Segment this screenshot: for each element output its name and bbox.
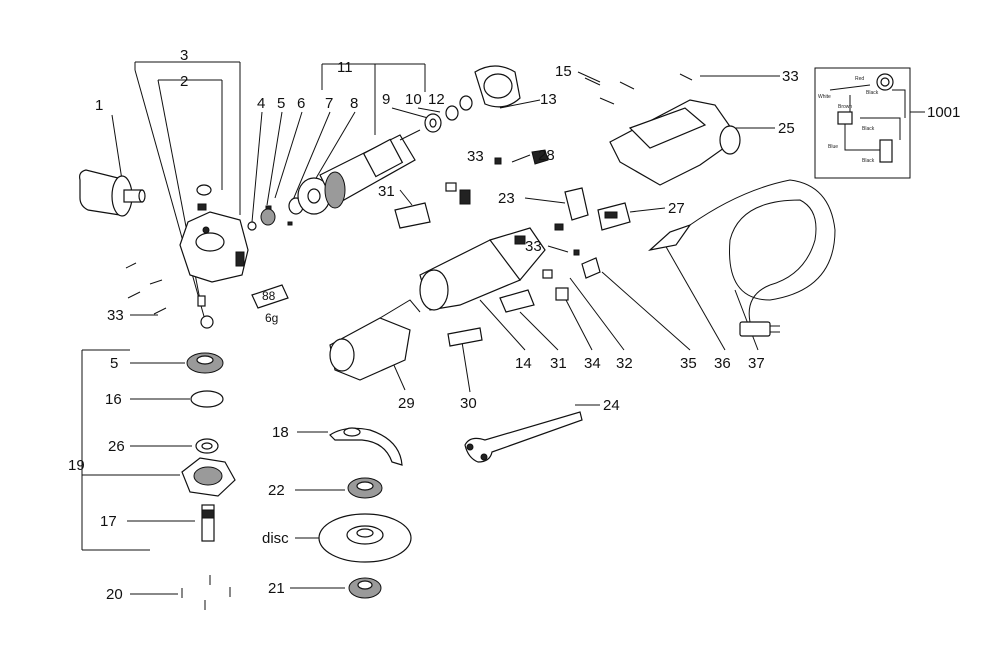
callout-33-mid-upper: 33 xyxy=(467,148,484,165)
callout-1001: 1001 xyxy=(927,104,960,121)
callout-29: 29 xyxy=(398,395,415,412)
bearing-set-small xyxy=(247,177,331,231)
wire-label-white: White xyxy=(818,94,831,100)
wire-label-black-3: Black xyxy=(862,158,875,164)
callout-13: 13 xyxy=(540,91,557,108)
grease-qty-label: 88 xyxy=(262,289,276,303)
callout-33-left: 33 xyxy=(107,307,124,324)
side-handle-part xyxy=(79,169,146,217)
leader-lines xyxy=(81,61,925,595)
callout-5-lower: 5 xyxy=(110,355,118,372)
callout-24: 24 xyxy=(603,397,620,414)
callout-1: 1 xyxy=(95,97,103,114)
grease-unit-label: 6g xyxy=(265,311,278,325)
callout-32: 32 xyxy=(616,355,633,372)
brush-parts xyxy=(542,249,601,301)
label-plates xyxy=(394,202,535,347)
callout-31-lower: 31 xyxy=(550,355,567,372)
callout-8: 8 xyxy=(350,95,358,112)
callout-35: 35 xyxy=(680,355,697,372)
callout-3: 3 xyxy=(180,47,188,64)
callout-9: 9 xyxy=(382,91,390,108)
callout-labels: 1 3 2 4 5 6 7 8 11 9 10 12 13 15 33 25 1… xyxy=(68,47,960,603)
body-housing-part xyxy=(419,227,546,311)
callout-16: 16 xyxy=(105,391,122,408)
rear-cover-part xyxy=(474,65,521,108)
callout-15: 15 xyxy=(555,63,572,80)
callout-34: 34 xyxy=(584,355,601,372)
wiring-diagram-box: Red White Brown Black Blue Black Black xyxy=(814,67,911,179)
wire-label-brown: Brown xyxy=(838,104,852,110)
callout-33-top: 33 xyxy=(782,68,799,85)
callout-6: 6 xyxy=(297,95,305,112)
callout-37: 37 xyxy=(748,355,765,372)
wire-label-blue: Blue xyxy=(828,144,838,150)
callout-31-upper: 31 xyxy=(378,183,395,200)
callout-25: 25 xyxy=(778,120,795,137)
callout-21: 21 xyxy=(268,580,285,597)
wire-label-red: Red xyxy=(855,76,864,82)
callout-28: 28 xyxy=(538,147,555,164)
callout-14: 14 xyxy=(515,355,532,372)
spindle-assembly-parts xyxy=(181,352,236,610)
callout-19: 19 xyxy=(68,457,85,474)
wire-label-black-1: Black xyxy=(866,90,879,96)
callout-2: 2 xyxy=(180,73,188,90)
wire-label-black-2: Black xyxy=(862,126,875,132)
callout-23: 23 xyxy=(498,190,515,207)
rear-bearings xyxy=(424,95,473,133)
armature-part xyxy=(319,129,421,209)
callout-18: 18 xyxy=(272,424,289,441)
callout-5: 5 xyxy=(277,95,285,112)
callout-4: 4 xyxy=(257,95,265,112)
stator-part xyxy=(329,299,421,381)
spanner-wrench-part xyxy=(464,411,583,463)
callout-7: 7 xyxy=(325,95,333,112)
callout-22: 22 xyxy=(268,482,285,499)
callout-33-mid: 33 xyxy=(525,238,542,255)
power-cord-part xyxy=(647,179,836,337)
callout-10: 10 xyxy=(405,91,422,108)
callout-36: 36 xyxy=(714,355,731,372)
callout-11: 11 xyxy=(337,59,353,76)
callout-12: 12 xyxy=(428,91,445,108)
screws-left xyxy=(125,262,167,315)
callout-disc: disc xyxy=(262,530,289,547)
screws-top xyxy=(584,73,693,105)
grease-tube-part: 88 xyxy=(251,284,289,309)
gear-housing-part xyxy=(179,184,249,329)
switch-parts xyxy=(445,149,631,231)
callout-27: 27 xyxy=(668,200,685,217)
callout-26: 26 xyxy=(108,438,125,455)
callout-20: 20 xyxy=(106,586,123,603)
callout-30: 30 xyxy=(460,395,477,412)
guard-and-flange-parts xyxy=(318,427,412,599)
motor-housing-part xyxy=(609,99,741,186)
callout-17: 17 xyxy=(100,513,117,530)
